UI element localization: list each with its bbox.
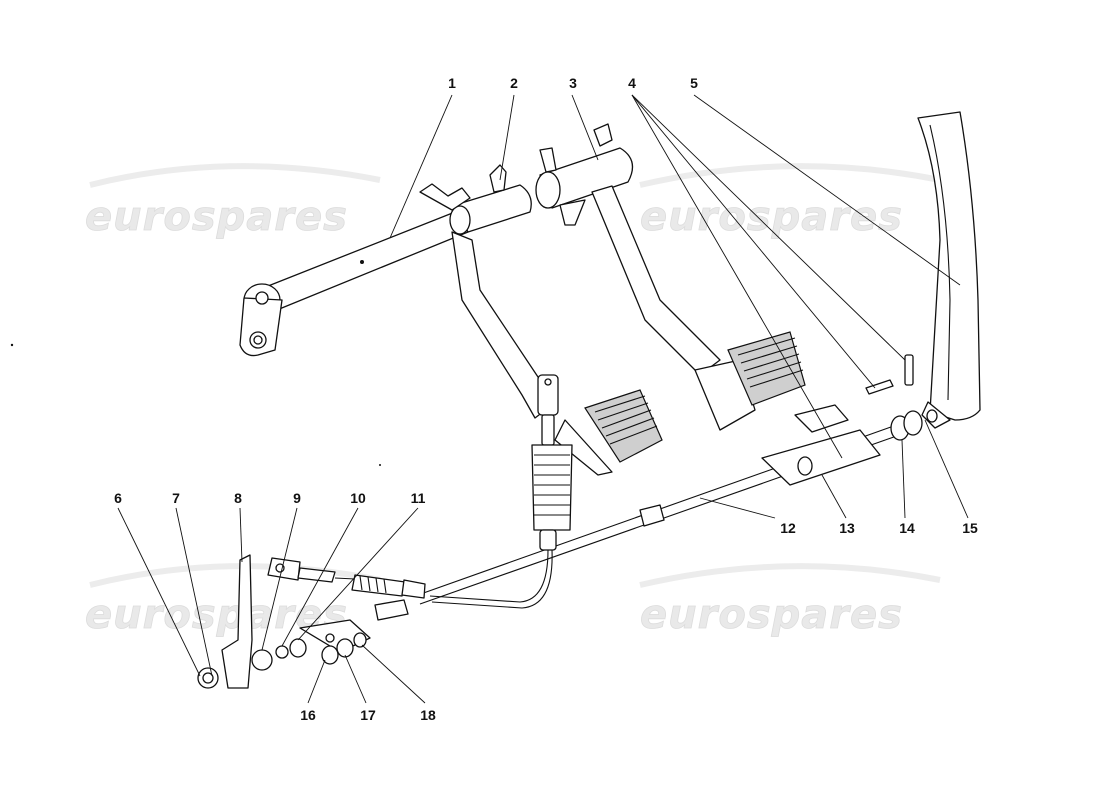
callout-3: 3 — [569, 75, 577, 91]
watermark-bottom-right: eurospares — [640, 592, 903, 638]
watermark-group: eurospares eurospares eurospares eurospa… — [85, 163, 941, 638]
watermark-top-right: eurospares — [640, 194, 903, 240]
callout-13: 13 — [839, 520, 855, 536]
accelerator-pedal — [917, 111, 981, 429]
callout-12: 12 — [780, 520, 796, 536]
pedal-shaft — [239, 211, 469, 357]
watermark-bottom-left: eurospares — [85, 592, 348, 638]
callout-5: 5 — [690, 75, 698, 91]
callout-17: 17 — [360, 707, 376, 723]
callout-11: 11 — [411, 490, 426, 506]
callout-16: 16 — [300, 707, 316, 723]
callout-2: 2 — [510, 75, 518, 91]
linkage-parts — [197, 554, 426, 689]
callout-7: 7 — [172, 490, 180, 506]
brake-pedal — [535, 123, 806, 431]
clutch-pedal — [419, 164, 663, 476]
parts-drawing — [10, 111, 981, 689]
callout-8: 8 — [234, 490, 242, 506]
spring-pins — [865, 354, 914, 395]
callout-18: 18 — [420, 707, 436, 723]
callout-14: 14 — [899, 520, 915, 536]
callout-labels: 1 2 3 4 5 6 7 8 9 10 11 12 13 14 15 16 1… — [114, 75, 978, 723]
callout-9: 9 — [293, 490, 301, 506]
cable-assembly — [414, 404, 938, 605]
callout-4: 4 — [628, 75, 636, 91]
callout-6: 6 — [114, 490, 122, 506]
callout-1: 1 — [448, 75, 456, 91]
leader-lines — [117, 94, 969, 704]
callout-10: 10 — [350, 490, 366, 506]
callout-15: 15 — [962, 520, 978, 536]
watermark-top-left: eurospares — [85, 194, 348, 240]
clutch-bellows — [429, 414, 573, 609]
